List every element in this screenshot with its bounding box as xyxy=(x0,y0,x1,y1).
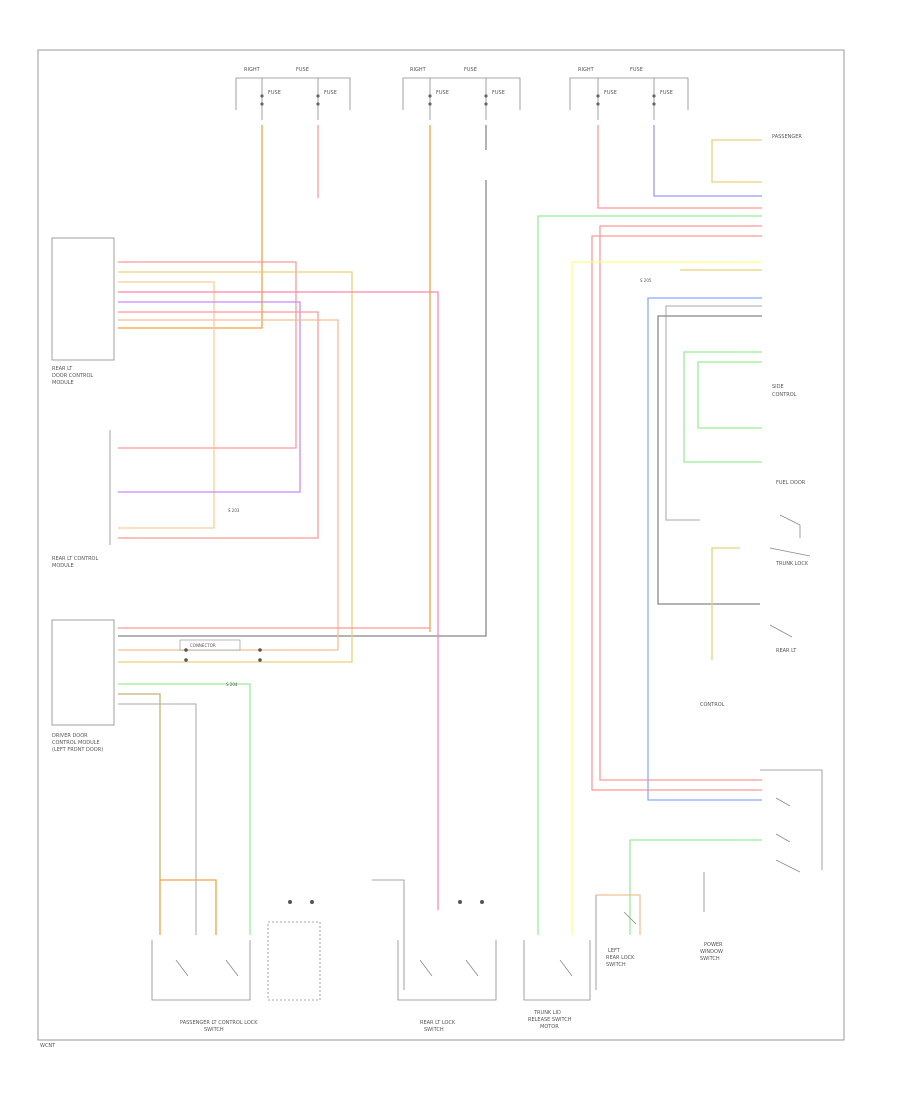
svg-text:PASSENGER LT CONTROL LOCK: PASSENGER LT CONTROL LOCK xyxy=(180,1020,258,1026)
svg-text:SIDE: SIDE xyxy=(772,384,784,390)
svg-text:REAR LT LOCK: REAR LT LOCK xyxy=(420,1020,456,1026)
svg-text:(LEFT FRONT DOOR): (LEFT FRONT DOOR) xyxy=(52,747,103,753)
switch-passenger-lock: PASSENGER LT CONTROL LOCK SWITCH xyxy=(151,900,321,1033)
fuse-label: FUSE xyxy=(436,90,449,96)
svg-text:SWITCH: SWITCH xyxy=(606,962,626,968)
svg-text:TRUNK LID: TRUNK LID xyxy=(533,1010,561,1016)
fuse-label: RIGHT xyxy=(244,67,261,73)
module-driver-door: DRIVER DOOR CONTROL MODULE (LEFT FRONT D… xyxy=(51,619,115,753)
fuse-label: FUSE xyxy=(268,90,281,96)
svg-text:DOOR CONTROL: DOOR CONTROL xyxy=(52,373,93,379)
fuse-panel-middle: RIGHT FUSE FUSE FUSE xyxy=(402,67,521,120)
svg-text:CONTROL: CONTROL xyxy=(772,392,797,398)
switch-rear-lt-lock: REAR LT LOCK SWITCH xyxy=(372,879,497,1033)
switch-left-rear-lock: LEFT REAR LOCK SWITCH xyxy=(606,911,637,968)
svg-text:MOTOR: MOTOR xyxy=(540,1024,559,1030)
module-rear-lt-door: REAR LT DOOR CONTROL MODULE xyxy=(51,237,115,386)
svg-text:CONTROL: CONTROL xyxy=(700,702,725,708)
svg-text:LEFT: LEFT xyxy=(608,948,621,954)
svg-text:CONNECTOR: CONNECTOR xyxy=(190,643,216,648)
fuse-label: FUSE xyxy=(630,67,643,73)
svg-text:DRIVER DOOR: DRIVER DOOR xyxy=(52,733,88,739)
svg-text:SWITCH: SWITCH xyxy=(204,1027,224,1033)
diagram-code: WCNT xyxy=(40,1043,56,1049)
svg-text:SWITCH: SWITCH xyxy=(700,956,720,962)
module-rear-lt-control: REAR LT CONTROL MODULE xyxy=(52,430,111,569)
svg-text:WINDOW: WINDOW xyxy=(700,949,723,955)
fuse-panel-right: RIGHT FUSE FUSE FUSE xyxy=(569,67,689,120)
svg-text:TRUNK LOCK: TRUNK LOCK xyxy=(775,561,809,567)
svg-text:SWITCH: SWITCH xyxy=(424,1027,444,1033)
switch-power-window: POWER WINDOW SWITCH xyxy=(700,872,723,962)
svg-text:PASSENGER: PASSENGER xyxy=(772,134,802,140)
wires xyxy=(118,125,762,935)
fuse-label: FUSE xyxy=(492,90,505,96)
svg-text:S 204: S 204 xyxy=(226,682,238,687)
svg-text:MODULE: MODULE xyxy=(52,380,74,386)
svg-text:S 205: S 205 xyxy=(640,278,652,283)
fuse-label: FUSE xyxy=(324,90,337,96)
fuse-label: RIGHT xyxy=(578,67,595,73)
fuse-label: RIGHT xyxy=(410,67,427,73)
svg-text:CONTROL MODULE: CONTROL MODULE xyxy=(52,740,100,746)
svg-text:REAR LT CONTROL: REAR LT CONTROL xyxy=(52,556,98,562)
svg-text:S 203: S 203 xyxy=(228,508,240,513)
diagram-frame xyxy=(37,49,845,1041)
svg-text:REAR LOCK: REAR LOCK xyxy=(606,955,635,961)
svg-text:REAR LT: REAR LT xyxy=(776,648,797,654)
svg-text:FUEL DOOR: FUEL DOOR xyxy=(776,480,806,486)
svg-text:RELEASE SWITCH: RELEASE SWITCH xyxy=(528,1017,572,1023)
fuse-label: FUSE xyxy=(296,67,309,73)
fuse-label: FUSE xyxy=(464,67,477,73)
svg-text:POWER: POWER xyxy=(704,942,723,948)
switch-trunk-lid: TRUNK LID RELEASE SWITCH MOTOR xyxy=(523,895,597,1030)
svg-text:MODULE: MODULE xyxy=(52,563,74,569)
right-switch-group: PASSENGER SIDE CONTROL TRUNK LOCK REAR L… xyxy=(700,134,823,873)
svg-text:REAR LT: REAR LT xyxy=(52,366,73,372)
fuse-label: FUSE xyxy=(660,90,673,96)
fuse-label: FUSE xyxy=(604,90,617,96)
fuse-panel-left: RIGHT FUSE FUSE FUSE xyxy=(235,67,351,120)
splice-connector: CONNECTOR S 203 S 204 S 205 xyxy=(179,278,652,687)
